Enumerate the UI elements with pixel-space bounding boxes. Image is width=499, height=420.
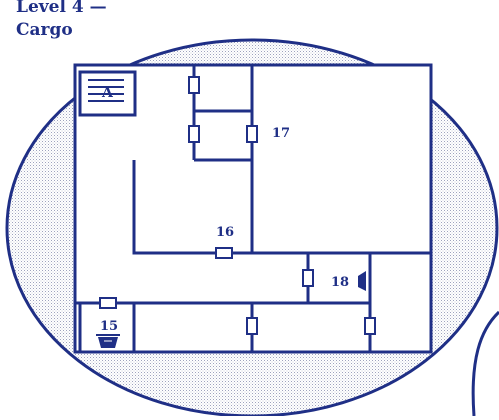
room-17-label: 17 bbox=[272, 126, 290, 141]
door bbox=[188, 76, 200, 94]
doors bbox=[99, 76, 376, 335]
door bbox=[246, 125, 258, 143]
map-title-line-2: Cargo bbox=[16, 20, 73, 40]
door bbox=[215, 247, 233, 259]
adjacent-hull-edge bbox=[471, 310, 499, 417]
door bbox=[364, 317, 376, 335]
map-title: Level 4 — Cargo bbox=[16, 0, 107, 42]
room-18-label: 18 bbox=[331, 275, 349, 290]
door bbox=[246, 317, 258, 335]
door bbox=[188, 125, 200, 143]
stairwell-room bbox=[78, 70, 137, 117]
door bbox=[99, 297, 117, 309]
bucket-icon bbox=[96, 334, 120, 348]
hatch-icon bbox=[358, 271, 366, 291]
room-15-label: 15 bbox=[100, 319, 118, 334]
stairs-symbol bbox=[88, 79, 124, 102]
stairwell-label: A bbox=[101, 85, 114, 101]
door bbox=[302, 269, 314, 287]
map-title-line-1: Level 4 — bbox=[16, 0, 107, 17]
room-16-label: 16 bbox=[216, 225, 234, 240]
